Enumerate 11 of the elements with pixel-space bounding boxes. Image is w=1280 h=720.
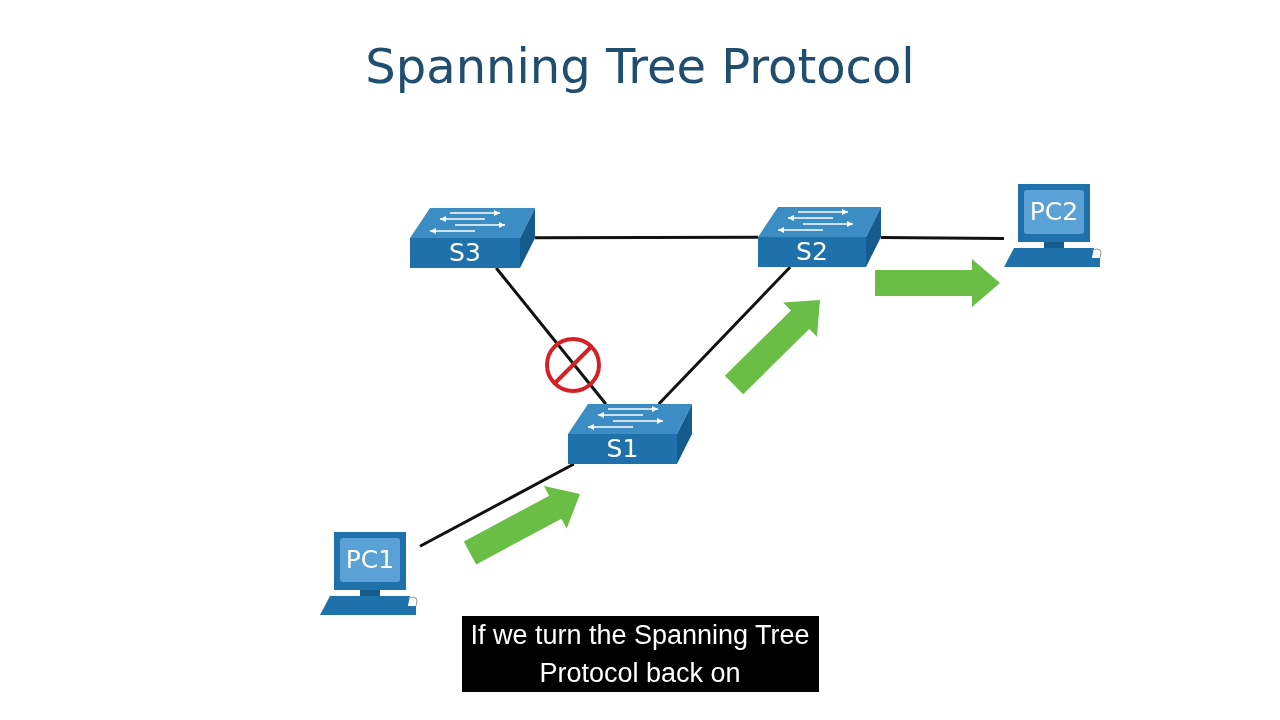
device-label: S2 (796, 238, 828, 266)
device-label: PC1 (345, 546, 395, 574)
device-label: S3 (449, 239, 481, 267)
network-link (535, 235, 758, 240)
device-label: PC2 (1029, 198, 1079, 226)
network-link (419, 462, 575, 548)
subtitle-caption: If we turn the Spanning Tree Protocol back on (461, 616, 819, 692)
device-label: S1 (606, 435, 639, 463)
title: Spanning Tree Protocol (365, 38, 915, 94)
network-link (657, 265, 792, 406)
network-link (881, 236, 1004, 241)
